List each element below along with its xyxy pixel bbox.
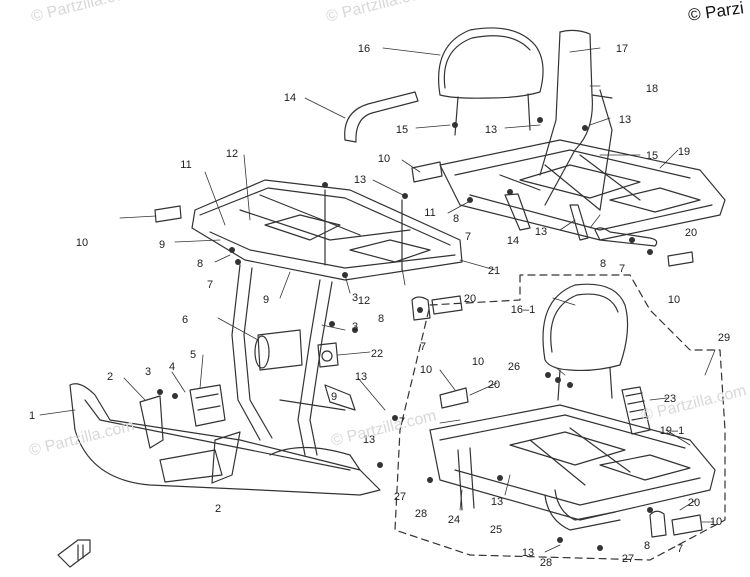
callout-c2b: 2 bbox=[215, 503, 221, 515]
callout-c23: 23 bbox=[664, 393, 676, 405]
callout-c7b: 7 bbox=[207, 279, 213, 291]
callout-c20b: 20 bbox=[464, 293, 476, 305]
callout-c8d: 8 bbox=[378, 313, 384, 325]
front-rack-assembly bbox=[154, 179, 463, 321]
rear-rack-assembly bbox=[344, 27, 726, 267]
callout-c13d: 13 bbox=[535, 226, 547, 238]
callout-c20c: 20 bbox=[488, 379, 500, 391]
callout-c13h: 13 bbox=[522, 547, 534, 559]
callout-c7c: 7 bbox=[619, 263, 625, 275]
frame-assembly bbox=[69, 264, 381, 496]
callout-c10c: 10 bbox=[668, 294, 680, 306]
callout-c15a: 15 bbox=[396, 124, 408, 136]
callout-c20d: 20 bbox=[688, 497, 700, 509]
callout-c13a: 13 bbox=[485, 124, 497, 136]
callout-c3c: 3 bbox=[352, 321, 358, 333]
callout-c22: 22 bbox=[371, 348, 383, 360]
callout-c5: 5 bbox=[190, 349, 196, 361]
callout-c17: 17 bbox=[616, 43, 628, 55]
callout-c12b: 12 bbox=[358, 295, 370, 307]
callout-c7f: 7 bbox=[677, 543, 683, 555]
callout-c2a: 2 bbox=[107, 371, 113, 383]
callout-c13g: 13 bbox=[491, 496, 503, 508]
callout-c26: 26 bbox=[508, 361, 520, 373]
callout-c28b: 28 bbox=[540, 557, 552, 569]
callout-c3b: 3 bbox=[352, 292, 358, 304]
callout-c10d: 10 bbox=[472, 356, 484, 368]
callout-c18: 18 bbox=[646, 83, 658, 95]
callout-c19_1: 19–1 bbox=[660, 425, 684, 437]
callout-c10b: 10 bbox=[76, 237, 88, 249]
callout-c9c: 9 bbox=[331, 391, 337, 403]
callout-c29: 29 bbox=[718, 332, 730, 344]
callout-c19: 19 bbox=[678, 146, 690, 158]
hardware-fasteners bbox=[157, 117, 653, 551]
callout-c4: 4 bbox=[169, 361, 175, 373]
callout-c8c: 8 bbox=[600, 258, 606, 270]
callout-c3a: 3 bbox=[145, 366, 151, 378]
callout-c16_1: 16–1 bbox=[511, 304, 535, 316]
callout-c9b: 9 bbox=[263, 294, 269, 306]
callout-c8a: 8 bbox=[453, 213, 459, 225]
callout-c14b: 14 bbox=[507, 235, 519, 247]
callout-c8e: 8 bbox=[644, 540, 650, 552]
callout-c27b: 27 bbox=[622, 553, 634, 565]
callout-c7d: 7 bbox=[420, 341, 426, 353]
callout-c6: 6 bbox=[182, 314, 188, 326]
callout-c1: 1 bbox=[29, 410, 35, 422]
callout-c21: 21 bbox=[488, 265, 500, 277]
callout-c15b: 15 bbox=[646, 150, 658, 162]
leader-lines bbox=[39, 47, 716, 553]
callout-c24: 24 bbox=[448, 514, 460, 526]
alt-rack-kit bbox=[394, 274, 726, 561]
callout-c9a: 9 bbox=[159, 239, 165, 251]
callout-c28a: 28 bbox=[415, 508, 427, 520]
callout-c11b: 11 bbox=[180, 159, 191, 171]
callout-c13e: 13 bbox=[355, 371, 367, 383]
callout-c7a: 7 bbox=[465, 231, 471, 243]
drawing bbox=[39, 27, 726, 568]
callout-c13b: 13 bbox=[619, 114, 631, 126]
callout-c10e: 10 bbox=[420, 364, 432, 376]
callout-c13f: 13 bbox=[363, 434, 375, 446]
callout-c7e: 7 bbox=[399, 416, 405, 428]
callout-c27a: 27 bbox=[394, 491, 406, 503]
callout-c8b: 8 bbox=[197, 258, 203, 270]
callout-c12a: 12 bbox=[226, 148, 238, 160]
callout-c13c: 13 bbox=[354, 174, 366, 186]
callout-c10f: 10 bbox=[710, 516, 722, 528]
callout-c20a: 20 bbox=[685, 227, 697, 239]
callout-c25: 25 bbox=[490, 524, 502, 536]
callout-c14a: 14 bbox=[284, 92, 296, 104]
front-arrow-icon bbox=[57, 539, 91, 568]
callout-c16: 16 bbox=[358, 43, 370, 55]
callout-c10a: 10 bbox=[378, 153, 390, 165]
callout-c11a: 11 bbox=[424, 207, 435, 219]
